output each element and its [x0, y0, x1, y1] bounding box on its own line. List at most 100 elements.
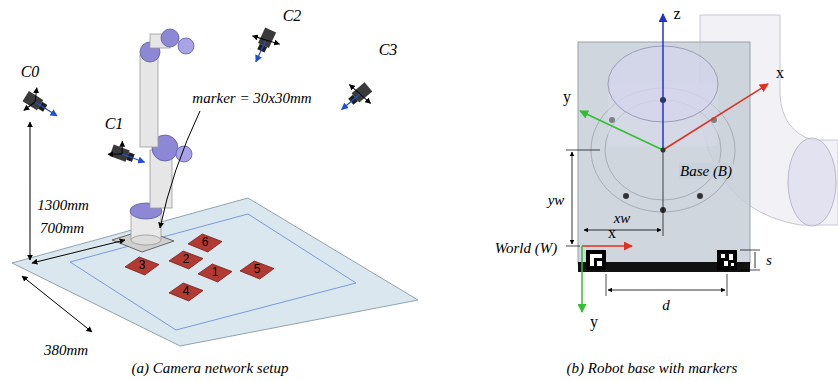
table-plane — [70, 214, 356, 330]
camera-c2 — [243, 24, 283, 68]
robot-elbow-outline — [788, 138, 836, 226]
dimension-lines — [32, 240, 125, 263]
dimension-lines-b — [572, 152, 573, 244]
leader-line — [160, 111, 200, 228]
target-shape — [198, 264, 232, 282]
camera-c0 — [30, 88, 42, 102]
camera-c2 — [252, 34, 266, 42]
dimension-label: 1300mm — [36, 197, 90, 214]
robot-arm — [112, 29, 194, 252]
base-axes — [580, 111, 663, 150]
aruco-marker-right — [731, 263, 734, 266]
target-shape — [125, 257, 159, 275]
dimension-lines-b — [663, 152, 664, 236]
dimension-lines-b — [566, 150, 600, 151]
robot-arm — [161, 29, 179, 47]
robot-arm — [140, 55, 158, 147]
axis-label: x — [775, 64, 785, 82]
aruco-marker-right — [729, 254, 733, 260]
callout-number: 6 — [188, 236, 222, 249]
camera-label: C1 — [104, 115, 125, 133]
dimension-lines-b — [740, 270, 760, 271]
callout-number: 1 — [198, 266, 232, 279]
camera-label: C2 — [282, 7, 303, 25]
base-axes — [661, 148, 666, 153]
callout-number: 3 — [125, 259, 159, 272]
caption: (b) Robot base with markers — [566, 360, 739, 377]
dimension-label: s — [765, 252, 773, 269]
camera-c3 — [333, 76, 378, 120]
callout-number: 2 — [169, 253, 203, 266]
world-axes — [582, 246, 632, 312]
dimension-lines — [22, 276, 92, 332]
robot-arm — [178, 38, 194, 54]
camera-c1 — [118, 141, 126, 154]
aruco-marker-right — [717, 250, 737, 270]
camera-c1 — [122, 154, 145, 162]
axis-label: y — [562, 88, 572, 106]
target-marker: 6 — [188, 234, 222, 252]
camera-c3 — [360, 93, 371, 105]
callout-number: 5 — [240, 263, 274, 276]
aruco-marker-left — [586, 250, 606, 270]
target-marker: 4 — [169, 283, 203, 301]
camera-c2 — [266, 38, 280, 46]
callout-number: 4 — [169, 285, 203, 298]
camera-c3 — [342, 94, 360, 109]
target-shape — [240, 261, 274, 279]
camera-c0 — [35, 102, 57, 116]
base-axes — [662, 14, 664, 150]
dimension-lines-b — [755, 252, 756, 268]
camera-c1 — [108, 138, 149, 168]
target-marker: 2 — [169, 251, 203, 269]
dimension-lines-b — [606, 274, 607, 296]
base-axes — [663, 84, 768, 150]
target-marker: 1 — [198, 264, 232, 282]
aruco-marker-right — [717, 250, 737, 270]
dimension-label: d — [661, 297, 671, 314]
camera-c3 — [349, 83, 360, 95]
dimension-lines-b — [566, 150, 760, 296]
aruco-marker-right — [724, 261, 728, 266]
base-plate — [697, 193, 703, 199]
camera-label: C0 — [20, 63, 41, 81]
dimension-label: 700mm — [39, 220, 85, 237]
target-shape — [188, 234, 222, 252]
axis-label: z — [672, 5, 681, 23]
target-shape — [169, 251, 203, 269]
camera-label: C3 — [378, 41, 399, 59]
axis-label: y — [589, 313, 599, 331]
base-plate — [623, 193, 629, 199]
frame-label: World (W) — [494, 240, 558, 257]
dimension-lines-b — [566, 246, 580, 247]
target-marker: 3 — [125, 257, 159, 275]
base-plate — [578, 42, 750, 272]
table-plane — [12, 198, 418, 346]
camera-c1 — [108, 150, 122, 159]
dimension-lines-b — [608, 290, 725, 291]
dimension-label: xw — [613, 210, 632, 227]
base-axes — [580, 14, 768, 153]
aruco-marker-left — [597, 261, 602, 266]
axis-label: x — [607, 224, 617, 242]
camera-c0 — [19, 85, 64, 127]
dimension-label: 380mm — [43, 342, 89, 359]
camera-c2 — [256, 40, 266, 62]
target-marker: 5 — [240, 261, 274, 279]
aruco-marker-left — [590, 258, 594, 266]
world-axes — [581, 246, 583, 312]
dimension-lines-b — [584, 230, 661, 231]
caption: (a) Camera network setup — [130, 360, 289, 377]
dimension-lines-b — [727, 274, 728, 296]
aruco-marker-left — [586, 250, 606, 270]
dimension-lines — [30, 122, 31, 260]
dimension-lines-b — [740, 250, 760, 251]
annotation: marker = 30x30mm — [191, 90, 312, 107]
base-plate — [578, 42, 750, 264]
aruco-marker-left — [590, 254, 602, 258]
frame-label: Base (B) — [679, 163, 733, 180]
aruco-marker-right — [721, 254, 725, 258]
robot-arm — [131, 235, 161, 245]
